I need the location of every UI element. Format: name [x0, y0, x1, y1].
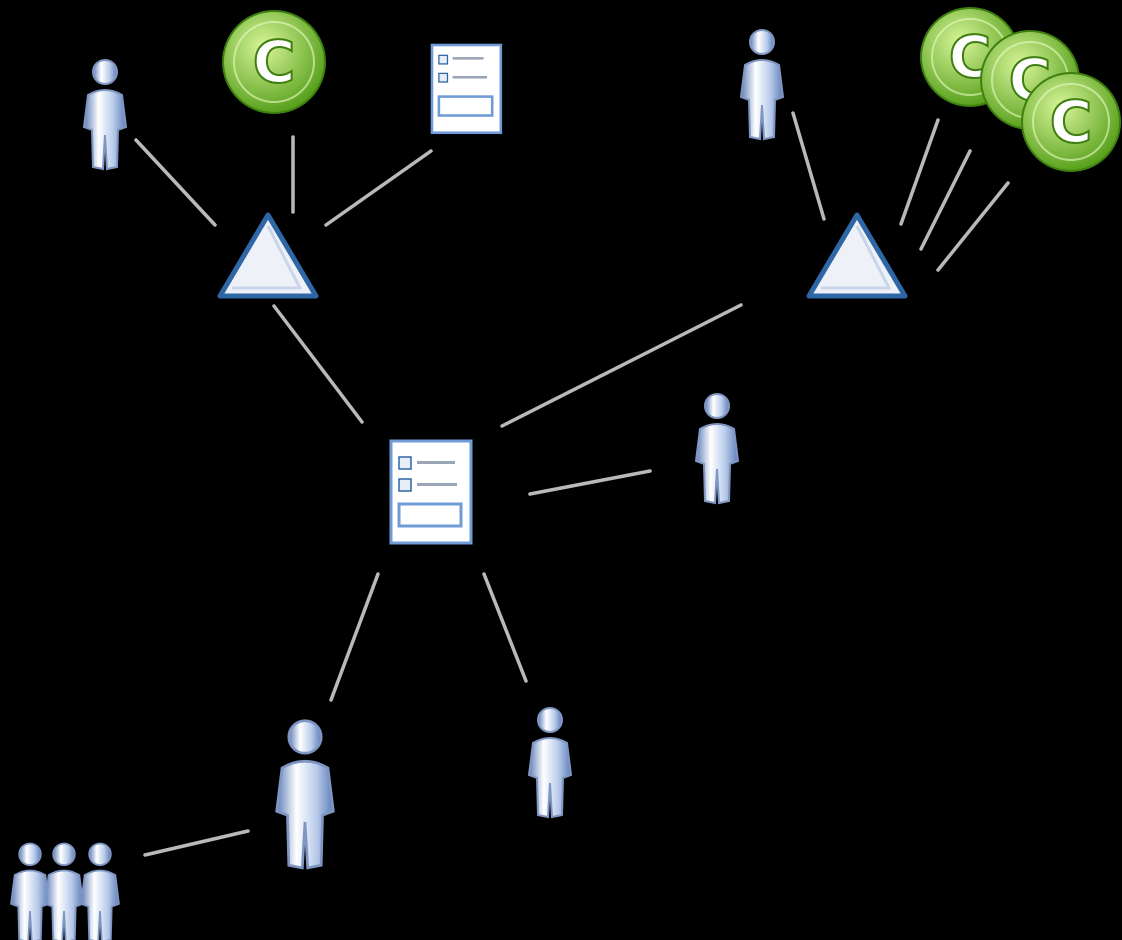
person-icon[interactable] [739, 29, 785, 141]
edge [899, 118, 940, 226]
group-icon[interactable] [10, 842, 120, 940]
document-icon[interactable] [389, 439, 473, 545]
triangle-icon[interactable] [217, 212, 319, 299]
person-icon[interactable] [275, 719, 335, 870]
triangle-icon[interactable] [806, 212, 908, 299]
edge [482, 572, 528, 683]
coin-icon[interactable]: C [222, 10, 326, 114]
person-icon[interactable] [82, 59, 128, 171]
person-icon[interactable] [527, 707, 573, 819]
edge [936, 181, 1010, 272]
edge [324, 149, 433, 227]
person-icon [44, 842, 84, 940]
edge [272, 304, 364, 424]
edge [528, 469, 652, 496]
person-icon [80, 842, 120, 940]
coin-icon: C [1021, 72, 1121, 172]
edge [500, 303, 743, 428]
svg-text:C: C [1050, 88, 1093, 156]
person-icon [10, 842, 50, 940]
coin-stack-icon[interactable]: C C C [920, 7, 1121, 172]
person-icon[interactable] [694, 393, 740, 505]
edge [919, 149, 972, 251]
edge [791, 111, 826, 221]
edge [329, 572, 380, 702]
document-icon[interactable] [430, 43, 503, 135]
edge [134, 138, 217, 227]
edge [143, 829, 250, 857]
svg-text:C: C [253, 28, 296, 96]
edges [134, 111, 1010, 857]
